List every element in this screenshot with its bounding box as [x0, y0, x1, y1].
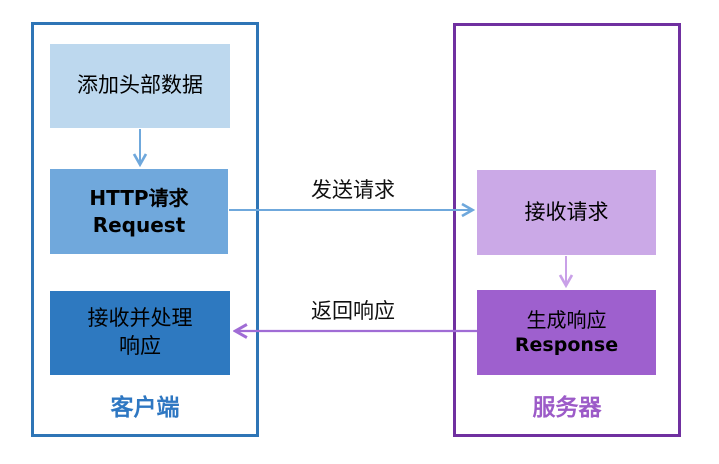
client-container: 添加头部数据 HTTP请求 Request 接收并处理 响应 客户端: [31, 22, 259, 437]
return-response-arrow-label: 返回响应: [311, 299, 395, 323]
http-request-text-line1: HTTP请求: [89, 186, 189, 211]
generate-response-box: 生成响应 Response: [477, 290, 656, 375]
server-container: 接收请求 生成响应 Response 服务器: [453, 23, 681, 437]
receive-process-response-box: 接收并处理 响应: [50, 291, 230, 375]
http-request-text-line2: Request: [92, 212, 186, 237]
receive-request-box: 接收请求: [477, 170, 656, 255]
receive-request-text: 接收请求: [524, 199, 609, 224]
add-header-data-box: 添加头部数据: [50, 44, 230, 128]
generate-response-text-line1: 生成响应: [526, 307, 607, 332]
add-header-data-text: 添加头部数据: [77, 73, 203, 98]
http-request-box: HTTP请求 Request: [50, 169, 228, 254]
server-label: 服务器: [532, 395, 602, 421]
receive-process-text-line2: 响应: [119, 334, 161, 358]
send-request-arrow-label: 发送请求: [311, 178, 395, 202]
generate-response-text-line2: Response: [514, 334, 619, 357]
client-label: 客户端: [110, 395, 180, 421]
receive-process-text-line1: 接收并处理: [87, 306, 193, 331]
